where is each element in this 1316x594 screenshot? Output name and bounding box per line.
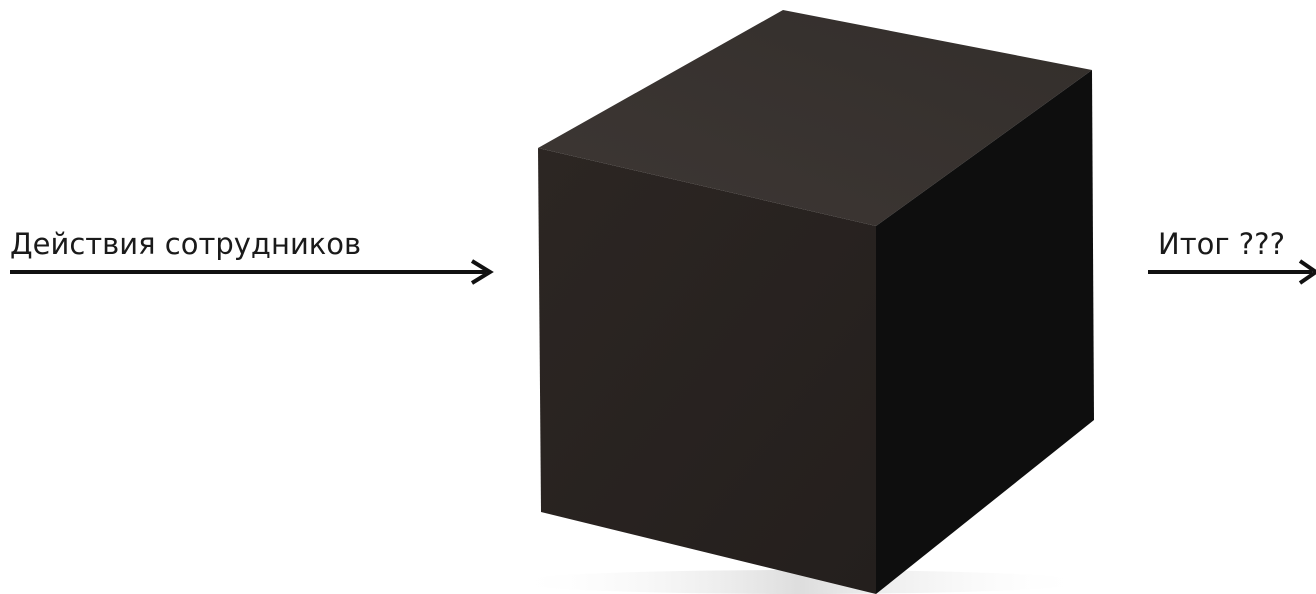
cube-front-face bbox=[538, 148, 876, 594]
cube-top-face bbox=[538, 10, 1092, 226]
output-arrow bbox=[1148, 259, 1316, 285]
cube-shadow bbox=[510, 570, 1090, 594]
output-label: Итог ??? bbox=[1158, 227, 1285, 261]
cube-right-face bbox=[876, 70, 1094, 594]
input-arrow bbox=[10, 259, 494, 285]
input-label: Действия сотрудников bbox=[10, 227, 362, 261]
